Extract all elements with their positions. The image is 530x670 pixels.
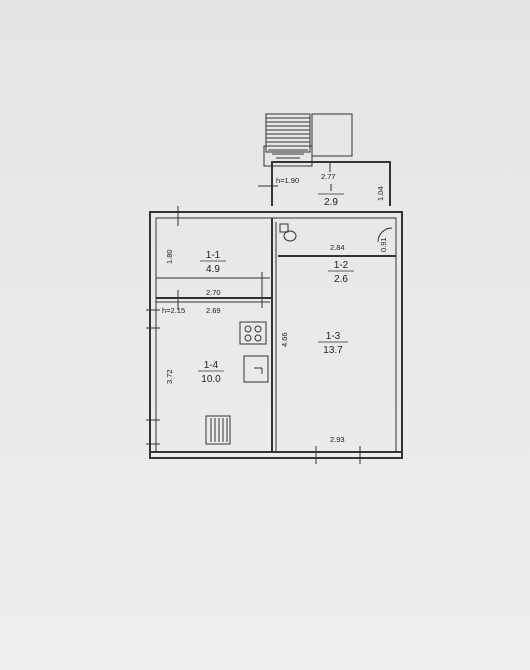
dimension-kitchen-width: 2.69 [206, 306, 221, 315]
dimension-kitchen-height: h=2.15 [162, 306, 185, 315]
room-id: 1-2 [334, 260, 349, 271]
room-area: 4.9 [206, 264, 220, 275]
room-id: 1-1 [206, 250, 221, 261]
room-id: 1-3 [326, 331, 341, 342]
toilet-icon [279, 223, 297, 242]
dimension-hall-depth: 1.80 [165, 249, 174, 264]
room-label-living: 1-3 13.7 [318, 331, 348, 356]
dimension-room-depth: 4.66 [280, 332, 289, 347]
radiator-icon [205, 415, 231, 445]
door-swing-icon [377, 227, 393, 243]
room-label-porch: I 2.9 [318, 183, 344, 208]
dimension-room-width: 2.93 [330, 435, 345, 444]
dimension-porch-depth: 1.04 [376, 186, 385, 201]
room-area: 2.9 [324, 197, 338, 208]
room-label-bath: 1-2 2.6 [328, 260, 354, 285]
dimension-hall-width: 2.70 [206, 288, 221, 297]
house-walls [146, 206, 403, 464]
stove-icon [239, 321, 267, 345]
dimension-porch-width: 2.77 [321, 172, 336, 181]
room-area: 10.0 [201, 374, 221, 385]
sink-icon [243, 355, 269, 383]
room-area: 13.7 [323, 345, 343, 356]
room-label-kitchen: 1-4 10.0 [198, 360, 224, 385]
room-label-hall: 1-1 4.9 [200, 250, 226, 275]
room-area: 2.6 [334, 274, 348, 285]
dimension-kitchen-depth: 3.72 [165, 369, 174, 384]
dimension-bath-width: 2.84 [330, 243, 345, 252]
room-id: I [330, 183, 333, 194]
dimension-porch-height: h=1.90 [276, 176, 299, 185]
stair-icon [263, 113, 353, 167]
dimension-bath-depth: 0.91 [379, 237, 388, 252]
porch-outline [258, 161, 391, 206]
room-id: 1-4 [204, 360, 219, 371]
